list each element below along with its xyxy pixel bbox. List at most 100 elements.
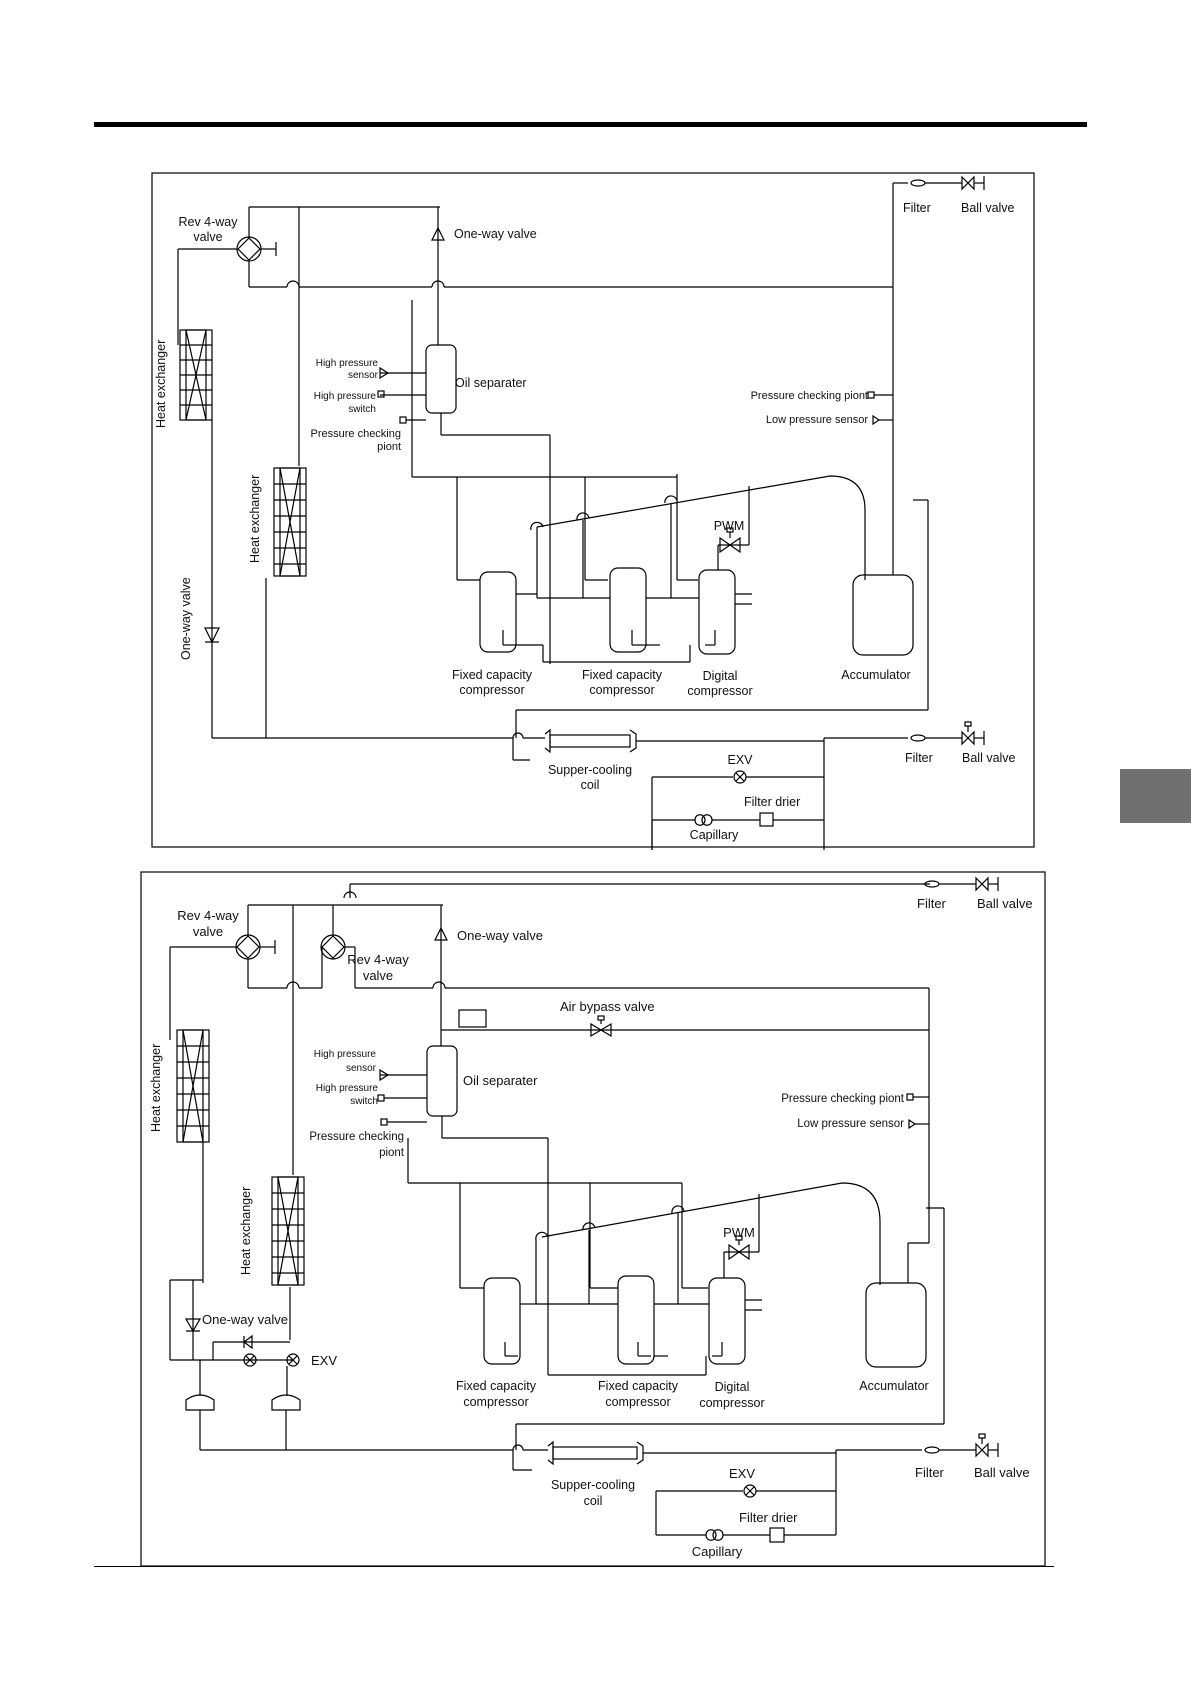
top-rule — [94, 122, 1087, 127]
diagram2-labels: Rev 4-way valve Rev 4-way valve One-way … — [149, 896, 1033, 1559]
diagram2-fixed-compressor-1 — [483, 1277, 521, 1365]
diagram1-rev4way-valve-icon — [236, 236, 277, 262]
diagram1-one-way-valve-top-icon — [431, 226, 445, 241]
diagram1-hp-switch-icon — [377, 390, 385, 398]
diagram2-hex1-label: Heat exchanger — [149, 1044, 163, 1132]
diagram2-small-one-way-icon — [243, 1334, 253, 1350]
diagram1-one-way-top-label: One-way valve — [454, 227, 537, 241]
diagram2-hp-sensor-icon — [379, 1068, 390, 1082]
diagram2-filter-drier-label: Filter drier — [739, 1510, 798, 1525]
diagram1-fixed-compressor-2 — [609, 567, 647, 653]
diagram1-filter-drier-icon — [759, 812, 774, 827]
diagram1-capillary-icon — [694, 814, 713, 826]
diagram2-capillary-label: Capillary — [692, 1544, 743, 1559]
diagram2-digital-label-2: compressor — [699, 1396, 764, 1410]
diagram2-heat-exchanger-2-icon — [271, 1176, 305, 1286]
diagram1-heat-exchanger-2-icon — [273, 467, 307, 577]
diagram1-accumulator — [852, 574, 914, 656]
diagram2-filter-bottom-label: Filter — [915, 1465, 945, 1480]
diagram2-ball-valve-bottom-icon — [975, 1442, 989, 1458]
diagram2-air-bypass-label: Air bypass valve — [560, 999, 655, 1014]
diagram1-hp-switch-label-2: switch — [348, 404, 376, 415]
diagram2-exv-label: EXV — [729, 1466, 755, 1481]
diagram2-fixed2-label-1: Fixed capacity — [598, 1379, 679, 1393]
diagram1-labels: Rev 4-way valve One-way valve Filter Bal… — [154, 201, 1016, 842]
diagram1-digital-label-2: compressor — [687, 684, 752, 698]
diagram2-distributor-1-icon — [185, 1394, 215, 1411]
diagram1-hp-sensor-label-1: High pressure — [316, 358, 379, 369]
diagram1-supper-label-1: Supper-cooling — [548, 763, 632, 777]
diagram1-rev4way-label-2: valve — [193, 230, 222, 244]
diagram2-air-bypass-valve-icon — [590, 1022, 612, 1038]
diagram2-pcp-right-icon — [906, 1093, 914, 1101]
diagram2-pwm-valve-icon — [728, 1243, 750, 1261]
diagram1-heat-exchanger-1-icon — [179, 329, 213, 421]
diagram1-digital-label-1: Digital — [703, 669, 738, 683]
diagram2-fixed1-label-1: Fixed capacity — [456, 1379, 537, 1393]
diagram2-filter-bottom-icon — [924, 1446, 940, 1454]
diagram2-rev4way-valve-b-icon — [320, 934, 346, 960]
diagram1-lp-sensor-label: Low pressure sensor — [766, 414, 868, 426]
diagram1-hex1-label: Heat exchanger — [154, 340, 168, 428]
diagram1-hex2-label: Heat exchanger — [248, 475, 262, 563]
diagram1-filter-drier-label: Filter drier — [744, 795, 800, 809]
diagram2-pcp-right-label: Pressure checking piont — [781, 1093, 905, 1105]
diagram2-digital-compressor — [708, 1277, 746, 1365]
diagram2-ball-valve-top-icon — [975, 876, 989, 892]
diagram1-one-way-left-label: One-way valve — [179, 577, 193, 660]
diagram2-lp-sensor-icon — [908, 1118, 917, 1130]
diagram2-exv-left-2-icon — [286, 1353, 300, 1367]
diagram1-one-way-valve-left-icon — [204, 627, 220, 644]
diagram1-pcp-right-label: Pressure checking piont — [751, 390, 868, 402]
diagram2-hp-sensor-label-2: sensor — [346, 1063, 377, 1074]
diagram2-ball-bottom-label: Ball valve — [974, 1465, 1030, 1480]
diagram2-fixed2-label-2: compressor — [605, 1395, 670, 1409]
diagram1-ball-top-label: Ball valve — [961, 201, 1015, 215]
diagram2-exv-left-1-icon — [243, 1353, 257, 1367]
diagram2-bypass-box — [458, 1009, 487, 1028]
diagram1-pcp-right-icon — [867, 391, 875, 399]
diagram2-fixed1-label-2: compressor — [463, 1395, 528, 1409]
diagram1-exv-label: EXV — [727, 753, 753, 767]
diagram2-oil-separator — [426, 1045, 458, 1117]
diagram2-exv-left-label: EXV — [311, 1353, 337, 1368]
diagram2-hp-switch-label-1: High pressure — [316, 1083, 379, 1094]
diagram2-distributor-2-icon — [271, 1394, 301, 1411]
diagram1-ball-valve-top-icon — [961, 175, 975, 191]
diagram1-capillary-label: Capillary — [690, 828, 739, 842]
diagram2-rev4way-valve-a-icon — [235, 934, 276, 960]
diagram1-pcp-left-label-1: Pressure checking — [311, 428, 402, 440]
diagram2-pcp-left-label-1: Pressure checking — [309, 1131, 404, 1143]
diagram2-hp-switch-label-2: switch — [350, 1096, 378, 1107]
diagram1-fixed2-label-1: Fixed capacity — [582, 668, 663, 682]
diagram2-hp-switch-icon — [377, 1094, 385, 1102]
diagram2-filter-drier-icon — [769, 1527, 785, 1543]
diagram1-supper-cooling-coil-icon — [544, 728, 637, 754]
diagram1-filter-top-icon — [910, 179, 926, 187]
diagram2-capillary-icon — [705, 1529, 724, 1541]
diagram2-hex2-label: Heat exchanger — [239, 1187, 253, 1275]
diagram2-oil-sep-label: Oil separater — [463, 1073, 538, 1088]
diagram1-fixed1-label-2: compressor — [459, 683, 524, 697]
diagram2-supper-label-2: coil — [584, 1494, 603, 1508]
diagram1-filter-top-label: Filter — [903, 201, 931, 215]
diagram2-heat-exchanger-1-icon — [176, 1029, 210, 1143]
diagram2-one-way-left-label: One-way valve — [202, 1312, 288, 1327]
diagram1-hp-sensor-icon — [379, 366, 390, 380]
diagram2-hp-sensor-label-1: High pressure — [314, 1049, 377, 1060]
diagram2-accumulator — [865, 1282, 927, 1368]
diagram1-pwm-valve-icon — [719, 536, 741, 554]
diagram1-pcp-left-icon — [399, 416, 407, 424]
diagram2-supper-cooling-coil-icon — [547, 1440, 644, 1466]
diagram2-rev4way-b-label-2: valve — [363, 968, 393, 983]
diagram1-ball-valve-bottom-icon — [961, 730, 975, 746]
diagram1-accumulator-label: Accumulator — [841, 668, 910, 682]
diagram2-frame — [140, 871, 1046, 1567]
diagram1-hp-sensor-label-2: sensor — [348, 370, 379, 381]
diagram2-rev4way-b-label-1: Rev 4-way — [347, 952, 409, 967]
diagram2-pwm-label: PWM — [723, 1225, 755, 1240]
section-tab-marker — [1120, 769, 1191, 823]
diagram2-filter-top-label: Filter — [917, 896, 947, 911]
diagram1-frame — [151, 172, 1035, 848]
diagram2-rev4way-a-label-2: valve — [193, 924, 223, 939]
